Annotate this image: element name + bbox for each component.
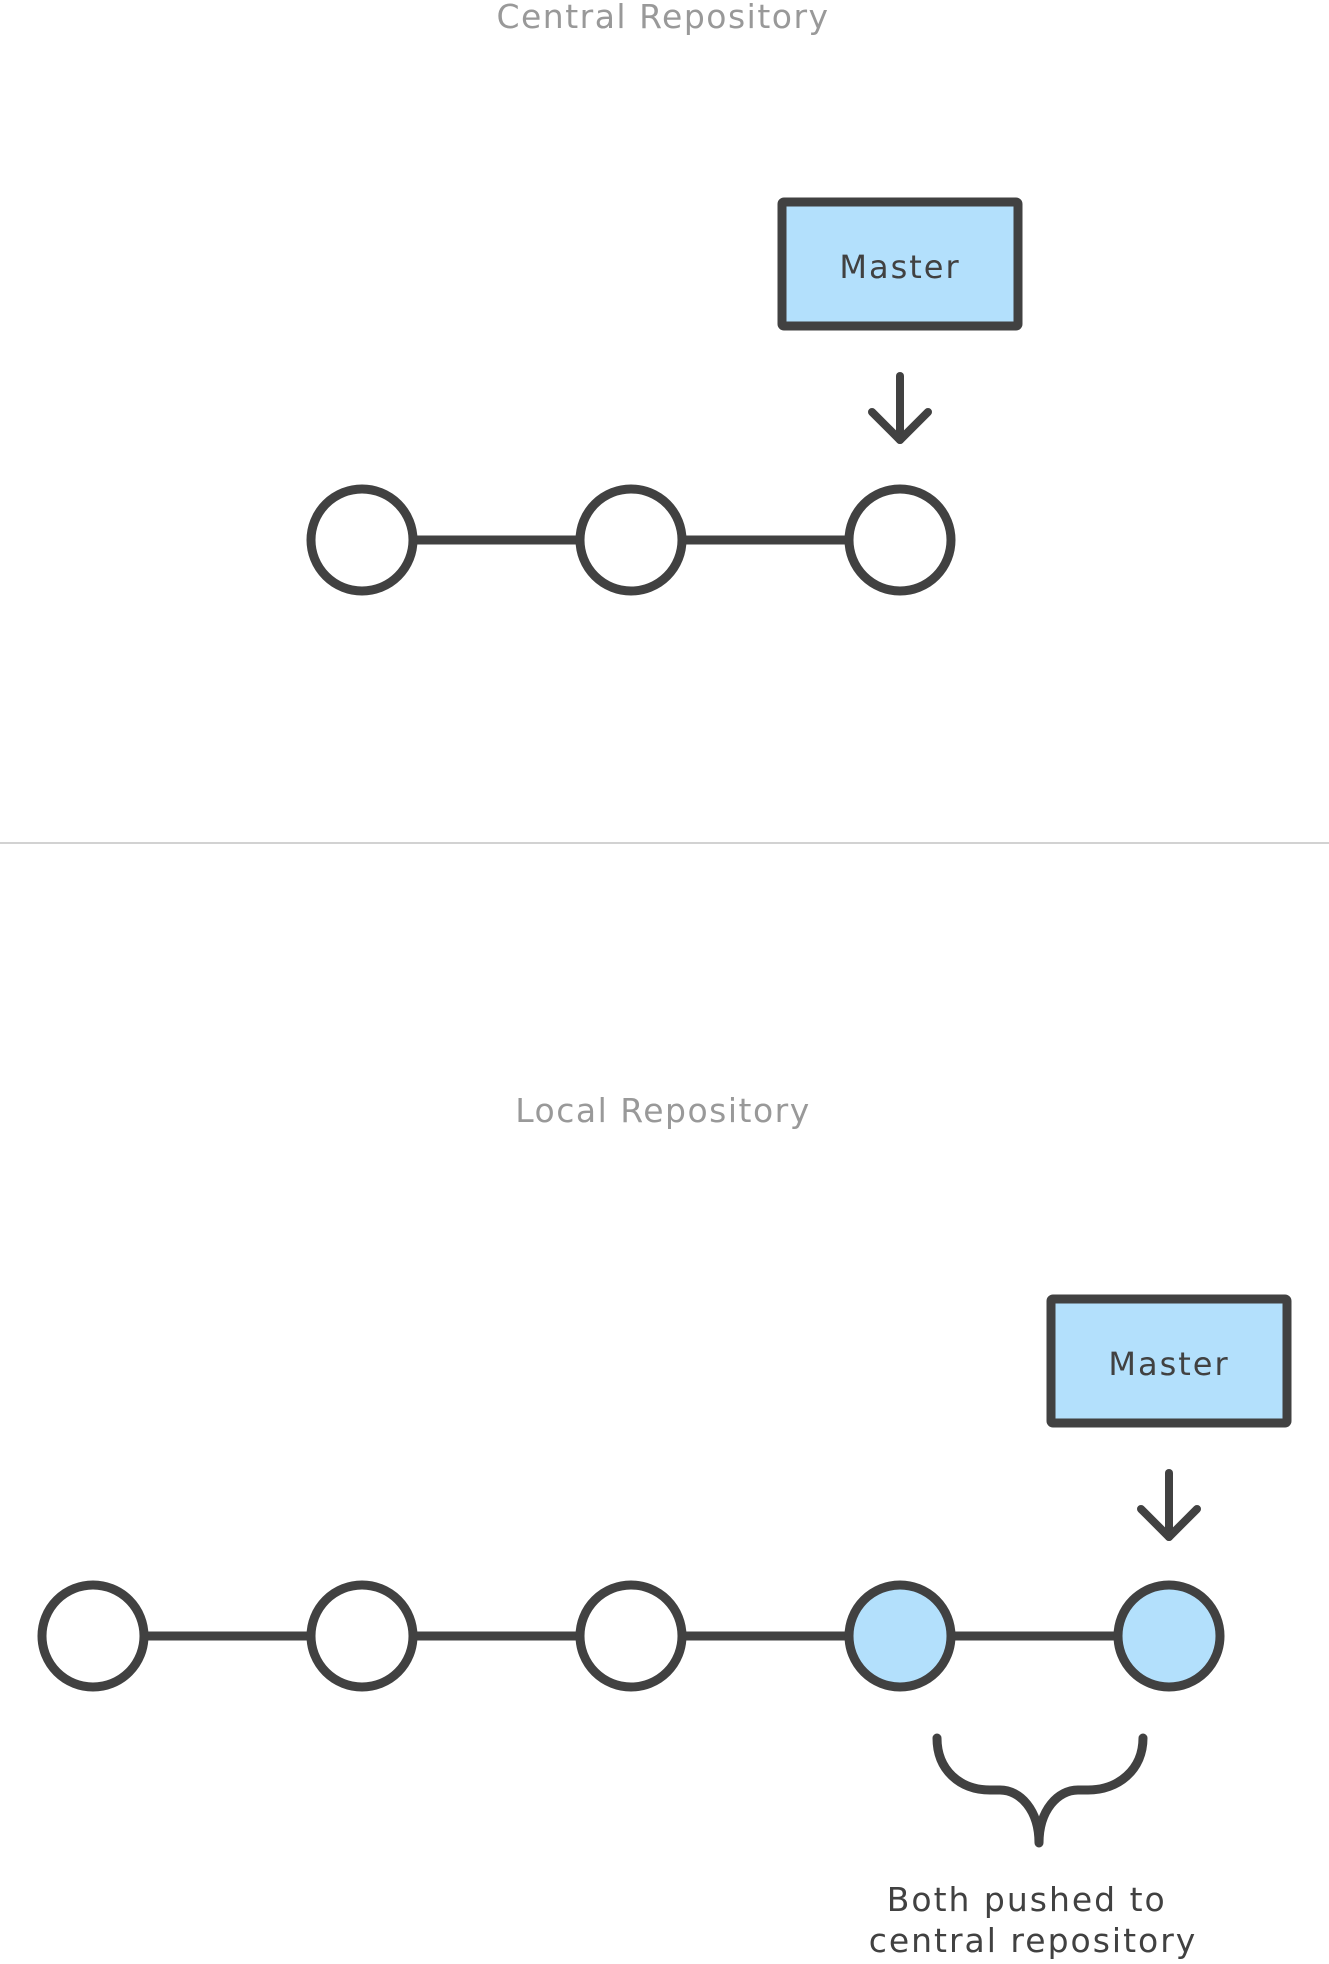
- central-commit-graph: [306, 484, 956, 596]
- local-commit-node-1: [37, 1580, 149, 1692]
- local-master-branch: Master: [1046, 1294, 1292, 1428]
- central-commit-node-2: [575, 484, 687, 596]
- central-master-label: Master: [839, 248, 960, 286]
- local-commit-graph: [37, 1580, 1225, 1692]
- local-master-box: [1046, 1294, 1292, 1428]
- local-master-label: Master: [1108, 1345, 1229, 1383]
- central-master-arrow-icon: [868, 372, 932, 444]
- local-commit-node-5: [1113, 1580, 1225, 1692]
- local-repository-section: Local Repository Master Both pushed to c…: [37, 1091, 1292, 1960]
- central-repository-section: Central Repository Master: [306, 0, 1023, 596]
- central-commit-node-3: [844, 484, 956, 596]
- curly-brace-icon: [932, 1733, 1148, 1848]
- local-commit-node-3: [575, 1580, 687, 1692]
- central-master-branch: Master: [777, 197, 1023, 331]
- central-commit-node-1: [306, 484, 418, 596]
- local-commit-node-4: [844, 1580, 956, 1692]
- push-caption-line-2: central repository: [869, 1921, 1198, 1960]
- local-commit-node-2: [306, 1580, 418, 1692]
- push-caption: Both pushed to central repository: [869, 1880, 1198, 1960]
- central-master-box: [777, 197, 1023, 331]
- local-repository-title: Local Repository: [515, 1091, 811, 1130]
- local-master-arrow-icon: [1137, 1469, 1201, 1541]
- push-caption-line-1: Both pushed to: [887, 1880, 1167, 1919]
- central-repository-title: Central Repository: [496, 0, 829, 36]
